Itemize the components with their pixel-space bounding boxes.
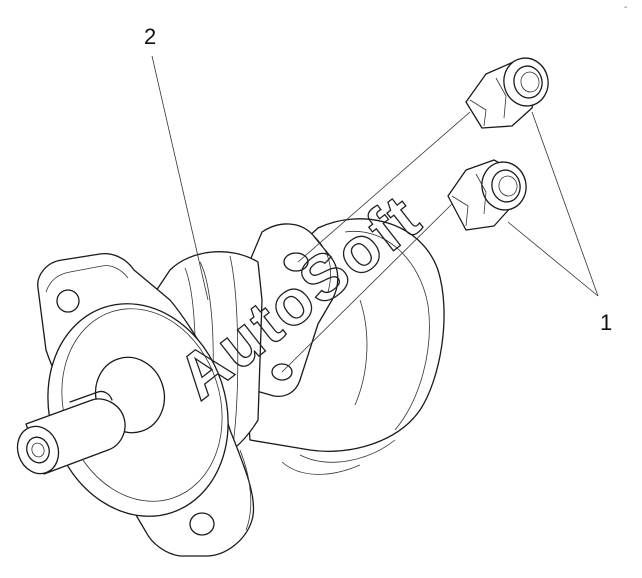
output-shaft — [16, 390, 126, 475]
corner-mark: - — [624, 2, 627, 13]
port-fitting-upper — [465, 57, 549, 129]
port-fitting-lower — [447, 159, 527, 231]
callout-label-2: 2 — [144, 24, 156, 49]
leader-lines — [151, 55, 599, 301]
port-connection-lines — [281, 111, 471, 373]
callout-label-1: 1 — [600, 310, 612, 335]
